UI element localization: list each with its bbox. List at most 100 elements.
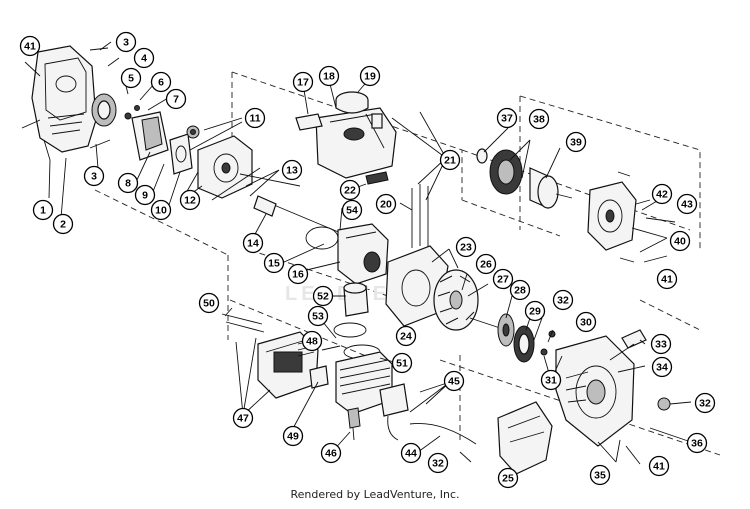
callout-circle [292,71,314,93]
callout-circle [179,189,201,211]
callout-circle [443,370,465,392]
spark-plug [347,407,361,441]
callout-number: 16 [292,269,304,281]
callout-circle [339,179,361,201]
clutch-drum [529,167,573,209]
callout-c1: 1 [32,199,54,221]
callout-circle [150,199,172,221]
callout-circle [400,442,422,464]
callout-number: 8 [125,178,131,190]
callout-c26: 26 [475,253,497,275]
callout-circle [455,236,477,258]
callout-circle [492,268,514,290]
callout-c3a: 3 [115,31,137,53]
callout-circle [509,279,531,301]
callout-number: 31 [545,375,557,387]
callout-c41a: 41 [19,35,41,57]
callout-c37: 37 [496,107,518,129]
callout-circle [694,392,716,414]
callout-circle [676,193,698,215]
drive-shaft [253,195,349,237]
callout-c21: 21 [439,149,461,171]
callout-number: 35 [594,470,606,482]
callout-number: 27 [497,274,509,286]
crankcase-half [197,135,253,199]
callout-number: 10 [155,205,167,217]
callout-circle [52,213,74,235]
callout-circle [312,285,334,307]
callout-c45: 45 [443,370,465,392]
footer-credit: Rendered by LeadVenture, Inc. [290,488,460,501]
muffler-bolts [221,313,265,333]
callout-c40: 40 [669,230,691,252]
callout-circle [282,425,304,447]
tank-mount-studs [411,184,429,250]
callout-circle [651,356,673,378]
callout-number: 30 [580,317,592,329]
callout-number: 42 [656,189,668,201]
callout-circle [497,467,519,489]
callout-c6: 6 [150,71,172,93]
callout-number: 32 [699,398,711,410]
callout-number: 3 [91,171,97,183]
callout-circle [320,442,342,464]
callout-number: 43 [681,199,693,211]
callout-number: 28 [514,285,526,297]
callout-number: 32 [432,458,444,470]
callout-number: 52 [317,291,329,303]
tank-bushing [371,113,383,129]
callout-number: 25 [502,473,514,485]
callout-circle [540,369,562,391]
callout-circle [686,432,708,454]
callout-circle [120,67,142,89]
callout-number: 50 [203,298,215,310]
callout-c8: 8 [117,172,139,194]
callout-circle [301,330,323,352]
callout-c29: 29 [524,300,546,322]
callout-number: 4 [141,53,147,65]
fuel-tank [315,107,397,179]
callout-c7: 7 [165,88,187,110]
callout-number: 40 [674,236,686,248]
callout-c24: 24 [395,325,417,347]
callout-circle [263,252,285,274]
callout-number: 47 [237,413,249,425]
callout-c52: 52 [312,285,334,307]
callout-circle [242,232,264,254]
callout-circle [427,452,449,474]
callout-circle [232,407,254,429]
callout-c46: 46 [320,442,342,464]
callout-c32b: 32 [694,392,716,414]
callout-circle [133,47,155,69]
callout-c50: 50 [198,292,220,314]
callout-c18: 18 [318,65,340,87]
callout-c44: 44 [400,442,422,464]
callout-circle [198,292,220,314]
callout-c22: 22 [339,179,361,201]
callout-number: 45 [448,376,460,388]
callout-circle [287,263,309,285]
callout-c32a: 32 [552,289,574,311]
callout-c20: 20 [375,193,397,215]
callout-circle [307,305,329,327]
callout-number: 36 [691,438,703,450]
callout-circle [496,107,518,129]
callout-number: 41 [24,41,36,53]
callout-c42: 42 [651,183,673,205]
callout-circle [32,199,54,221]
callout-number: 13 [286,165,298,177]
clutch-housing [587,181,637,251]
starter-pulley [497,313,515,347]
callout-c25: 25 [497,467,519,489]
callout-circle [391,352,413,374]
callout-c47: 47 [232,407,254,429]
callout-circle [475,253,497,275]
callout-c3b: 3 [83,165,105,187]
callout-c30: 30 [575,311,597,333]
callout-c4: 4 [133,47,155,69]
ignition-module [379,383,409,441]
callout-circle [589,464,611,486]
callout-number: 9 [142,190,148,202]
callout-c54: 54 [341,199,363,221]
callout-number: 48 [306,336,318,348]
